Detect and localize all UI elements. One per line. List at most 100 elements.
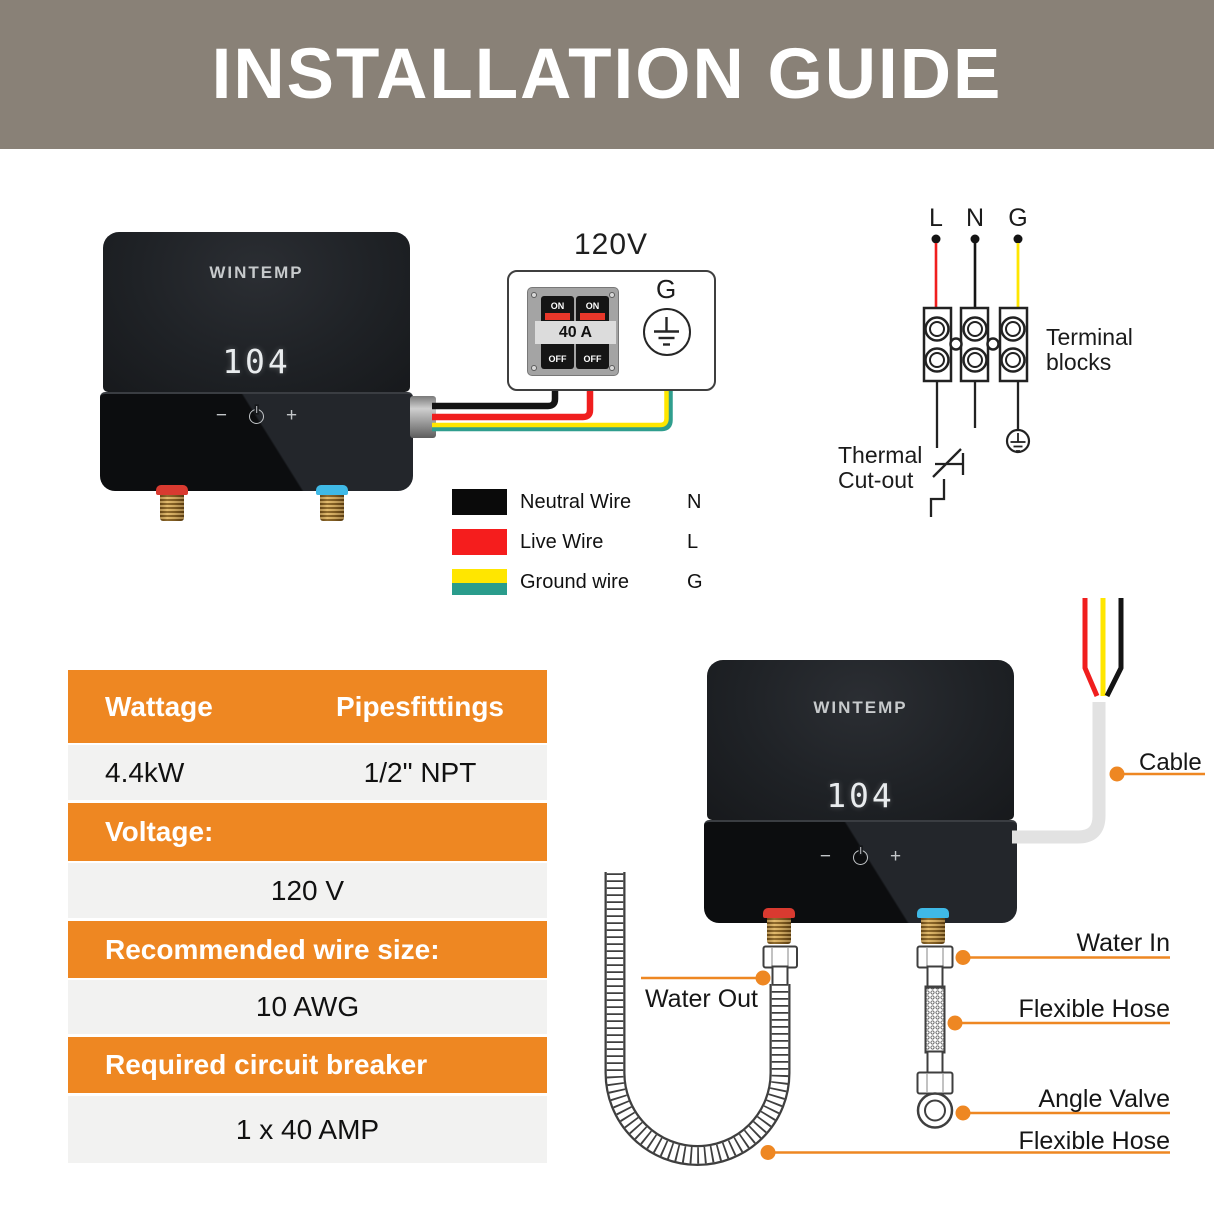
voltage-label: 120V xyxy=(573,228,649,261)
spec-value-row: 120 V xyxy=(68,863,547,918)
cold-water-fitting xyxy=(917,908,949,944)
spec-value-row: 4.4kW 1/2" NPT xyxy=(68,745,547,800)
legend-code: N xyxy=(687,491,702,513)
legend-row-live: Live Wire L xyxy=(452,529,752,555)
ground-wire-swatch xyxy=(452,569,507,595)
brass-thread xyxy=(160,495,184,521)
switch-stripe xyxy=(580,313,605,320)
nut-facets xyxy=(926,948,944,966)
minus-button: − xyxy=(215,405,227,426)
on-label: ON xyxy=(585,301,600,311)
terminal-blocks-caption: Terminal blocks xyxy=(1046,325,1133,375)
plumbing-diagram xyxy=(604,872,1170,1166)
spec-value-circuit-breaker: 1 x 40 AMP xyxy=(235,1113,380,1145)
amp-rating-label: 40 A xyxy=(535,321,616,344)
temperature-display: 104 xyxy=(826,776,895,815)
off-label: OFF xyxy=(583,354,602,364)
terminal-dot xyxy=(970,234,980,244)
water-out-label: Water Out xyxy=(645,985,758,1013)
brass-thread xyxy=(921,918,945,944)
ground-wire-yellow xyxy=(432,357,669,428)
screw-icon xyxy=(609,365,615,371)
spec-value-row: 1 x 40 AMP xyxy=(68,1096,547,1163)
callouts xyxy=(641,950,1170,1160)
water-in-assembly xyxy=(916,945,954,1129)
blue-collar xyxy=(316,485,348,495)
temperature-display: 104 xyxy=(222,342,291,381)
ground-symbol-icon xyxy=(643,308,691,356)
flexible-hose-label-top: Flexible Hose xyxy=(1018,995,1170,1023)
nut-facets xyxy=(771,948,789,966)
wire-label-L: L xyxy=(929,204,943,232)
spec-header-wattage: Wattage xyxy=(105,690,213,722)
legend-code: L xyxy=(687,531,699,553)
brass-thread xyxy=(767,918,791,944)
hose-collar xyxy=(771,965,789,988)
callout-dot xyxy=(760,1145,776,1160)
screw-icon xyxy=(609,292,615,298)
callout-dot xyxy=(947,1015,963,1031)
flexible-hose-label-bottom: Flexible Hose xyxy=(1018,1127,1170,1155)
blue-collar xyxy=(917,908,949,918)
screw-icon xyxy=(531,292,537,298)
cold-water-fitting xyxy=(316,485,348,521)
power-cable-diagram xyxy=(1012,598,1205,844)
wire-label-N: N xyxy=(966,204,984,232)
spec-value-pipesfittings: 1/2" NPT xyxy=(363,756,477,788)
spec-header-voltage: Voltage: xyxy=(105,816,214,847)
legend-label: Ground wire xyxy=(520,571,629,593)
terminal-blocks xyxy=(922,306,1029,383)
legend-code: G xyxy=(687,571,703,593)
live-wire-red xyxy=(1082,598,1100,697)
cable-conductors xyxy=(1082,598,1124,698)
red-wire-swatch xyxy=(452,529,507,555)
angle-valve-label: Angle Valve xyxy=(1038,1085,1170,1113)
hose-end xyxy=(926,965,944,989)
hex-nut xyxy=(916,1071,954,1095)
black-wire-swatch xyxy=(452,489,507,515)
spec-header-row: Recommended wire size: xyxy=(68,921,547,978)
plus-button: + xyxy=(890,846,902,867)
neutral-wire-black xyxy=(432,373,559,410)
minus-button: − xyxy=(819,846,831,867)
live-wire-red xyxy=(432,373,594,421)
callout-dot xyxy=(955,950,971,965)
braided-hose xyxy=(924,985,946,1054)
breaker-box: ON OFF ON OFF 40 A G xyxy=(507,270,716,391)
device-control-panel: − + xyxy=(100,392,413,491)
brand-logo: WINTEMP xyxy=(209,263,304,282)
nut-facets xyxy=(926,1074,944,1092)
thermal-cutout-caption: Thermal Cut-out xyxy=(838,443,922,493)
spec-header-pipesfittings: Pipesfittings xyxy=(335,690,504,722)
off-label: OFF xyxy=(548,354,567,364)
neutral-wire-black xyxy=(1104,598,1124,698)
red-collar xyxy=(763,908,795,918)
hot-water-fitting xyxy=(156,485,188,521)
legend-label: Live Wire xyxy=(520,531,604,553)
brass-thread xyxy=(320,495,344,521)
page-title: INSTALLATION GUIDE xyxy=(211,35,1003,114)
breaker-wires xyxy=(432,357,673,432)
plus-button: + xyxy=(286,405,298,426)
circuit-breaker-panel: ON OFF ON OFF 40 A xyxy=(527,287,619,376)
power-icon xyxy=(249,408,264,424)
caption-line: Terminal xyxy=(1046,324,1133,350)
hose-end xyxy=(926,1050,944,1075)
wire-legend: Neutral Wire N Live Wire L Ground wire G xyxy=(452,489,752,609)
terminal-dot xyxy=(1013,234,1023,244)
water-out-assembly xyxy=(604,872,798,1166)
spec-header-wire-size: Recommended wire size: xyxy=(105,933,440,965)
touch-controls: − + xyxy=(704,846,1017,867)
device-upper-body: WINTEMP 104 xyxy=(707,660,1014,820)
legend-row-neutral: Neutral Wire N xyxy=(452,489,752,515)
switch-stripe xyxy=(545,313,570,320)
spec-table: Wattage Pipesfittings 4.4kW 1/2" NPT Vol… xyxy=(68,670,547,1163)
ground-letter: G xyxy=(656,274,677,304)
angle-valve-ring-inner xyxy=(924,1099,946,1122)
spec-header-circuit-breaker: Required circuit breaker xyxy=(105,1049,428,1080)
screw-icon xyxy=(531,365,537,371)
terminal-block-diagram: L N G xyxy=(922,204,1031,517)
device-control-panel: − + xyxy=(704,820,1017,923)
spec-value-wire-size: 10 AWG xyxy=(255,991,360,1022)
